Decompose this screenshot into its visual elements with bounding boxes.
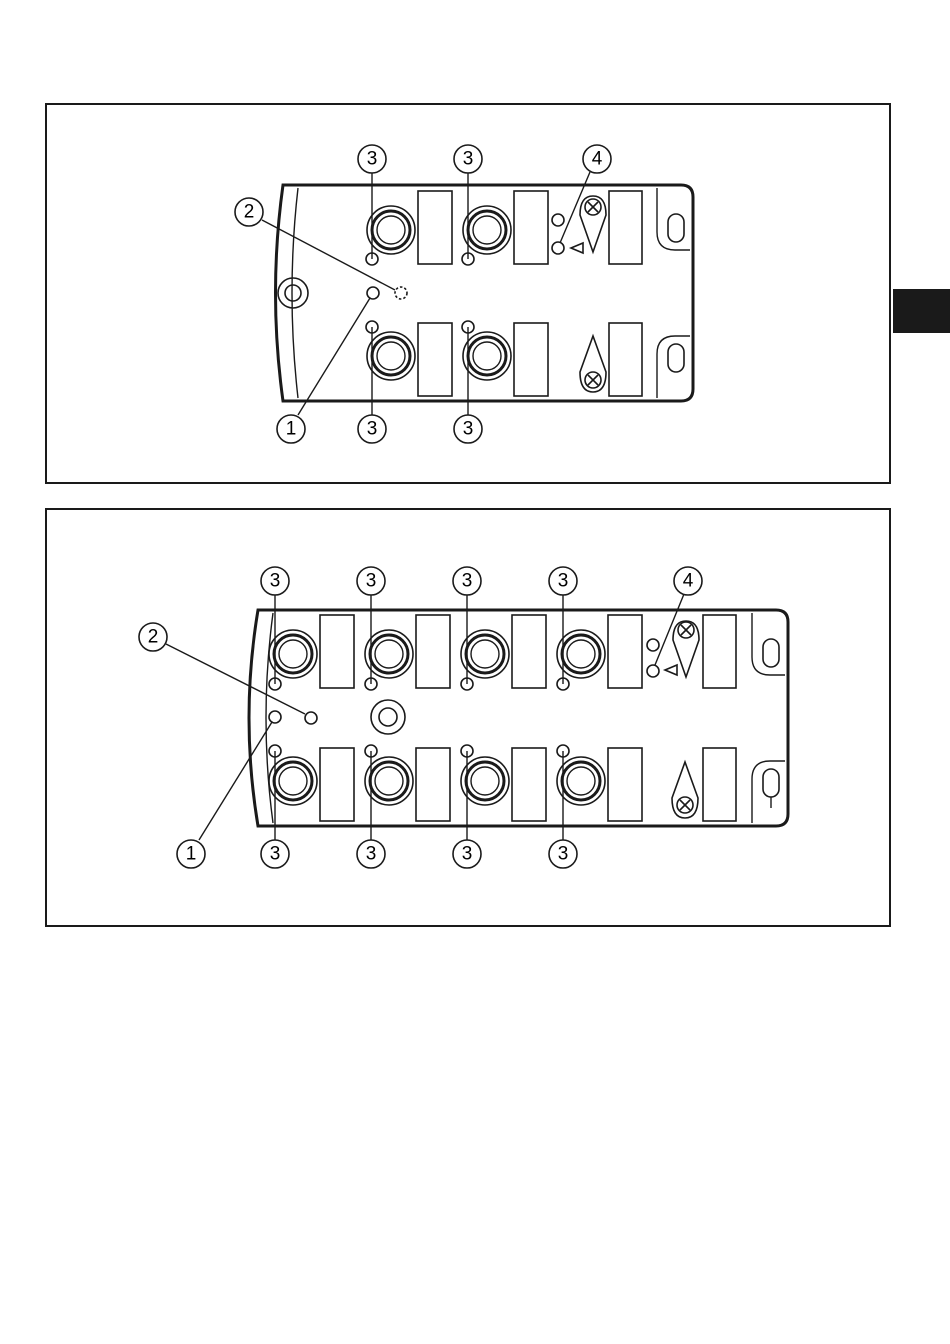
- svg-text:4: 4: [592, 149, 603, 170]
- callout-3: 3: [549, 567, 577, 595]
- svg-text:3: 3: [462, 844, 473, 865]
- callout-3: 3: [357, 840, 385, 868]
- callout-3: 3: [454, 145, 482, 173]
- svg-text:1: 1: [286, 419, 297, 440]
- svg-text:3: 3: [366, 844, 377, 865]
- module-4-port-screws: [580, 196, 606, 392]
- module-8-port-screws: [672, 621, 699, 818]
- callout-2: 2: [235, 198, 263, 226]
- svg-text:3: 3: [463, 419, 474, 440]
- svg-text:3: 3: [558, 844, 569, 865]
- svg-text:3: 3: [366, 571, 377, 592]
- module-8-port-callouts: 3 3 3 3 4 2 1 3 3 3 3: [139, 567, 702, 868]
- svg-text:3: 3: [270, 844, 281, 865]
- svg-text:3: 3: [270, 571, 281, 592]
- callout-3: 3: [357, 567, 385, 595]
- callout-3: 3: [549, 840, 577, 868]
- callout-2: 2: [139, 623, 167, 651]
- callout-3: 3: [261, 840, 289, 868]
- svg-text:3: 3: [463, 149, 474, 170]
- callout-4: 4: [583, 145, 611, 173]
- module-4-port-body: [276, 185, 694, 401]
- callout-4: 4: [674, 567, 702, 595]
- callout-3: 3: [453, 567, 481, 595]
- module-4-port-connectors: [367, 206, 511, 380]
- module-4-port-leds: [366, 214, 583, 333]
- module-8-port-body: [249, 610, 788, 826]
- callout-3: 3: [358, 145, 386, 173]
- module-8-port-leaders: [166, 594, 684, 840]
- svg-text:2: 2: [148, 627, 159, 648]
- callout-3: 3: [261, 567, 289, 595]
- svg-text:3: 3: [462, 571, 473, 592]
- module-8-port-label-fields: [320, 615, 736, 821]
- callout-3: 3: [358, 415, 386, 443]
- svg-text:3: 3: [367, 419, 378, 440]
- svg-text:3: 3: [367, 149, 378, 170]
- module-4-port-label-fields: [418, 191, 642, 396]
- svg-text:4: 4: [683, 571, 694, 592]
- callout-1: 1: [177, 840, 205, 868]
- callout-1: 1: [277, 415, 305, 443]
- svg-text:2: 2: [244, 202, 255, 223]
- svg-text:1: 1: [186, 844, 197, 865]
- svg-text:3: 3: [558, 571, 569, 592]
- module-4-port-leaders: [262, 172, 590, 415]
- module-8-port-leds: [269, 639, 677, 757]
- callout-3: 3: [453, 840, 481, 868]
- callout-3: 3: [454, 415, 482, 443]
